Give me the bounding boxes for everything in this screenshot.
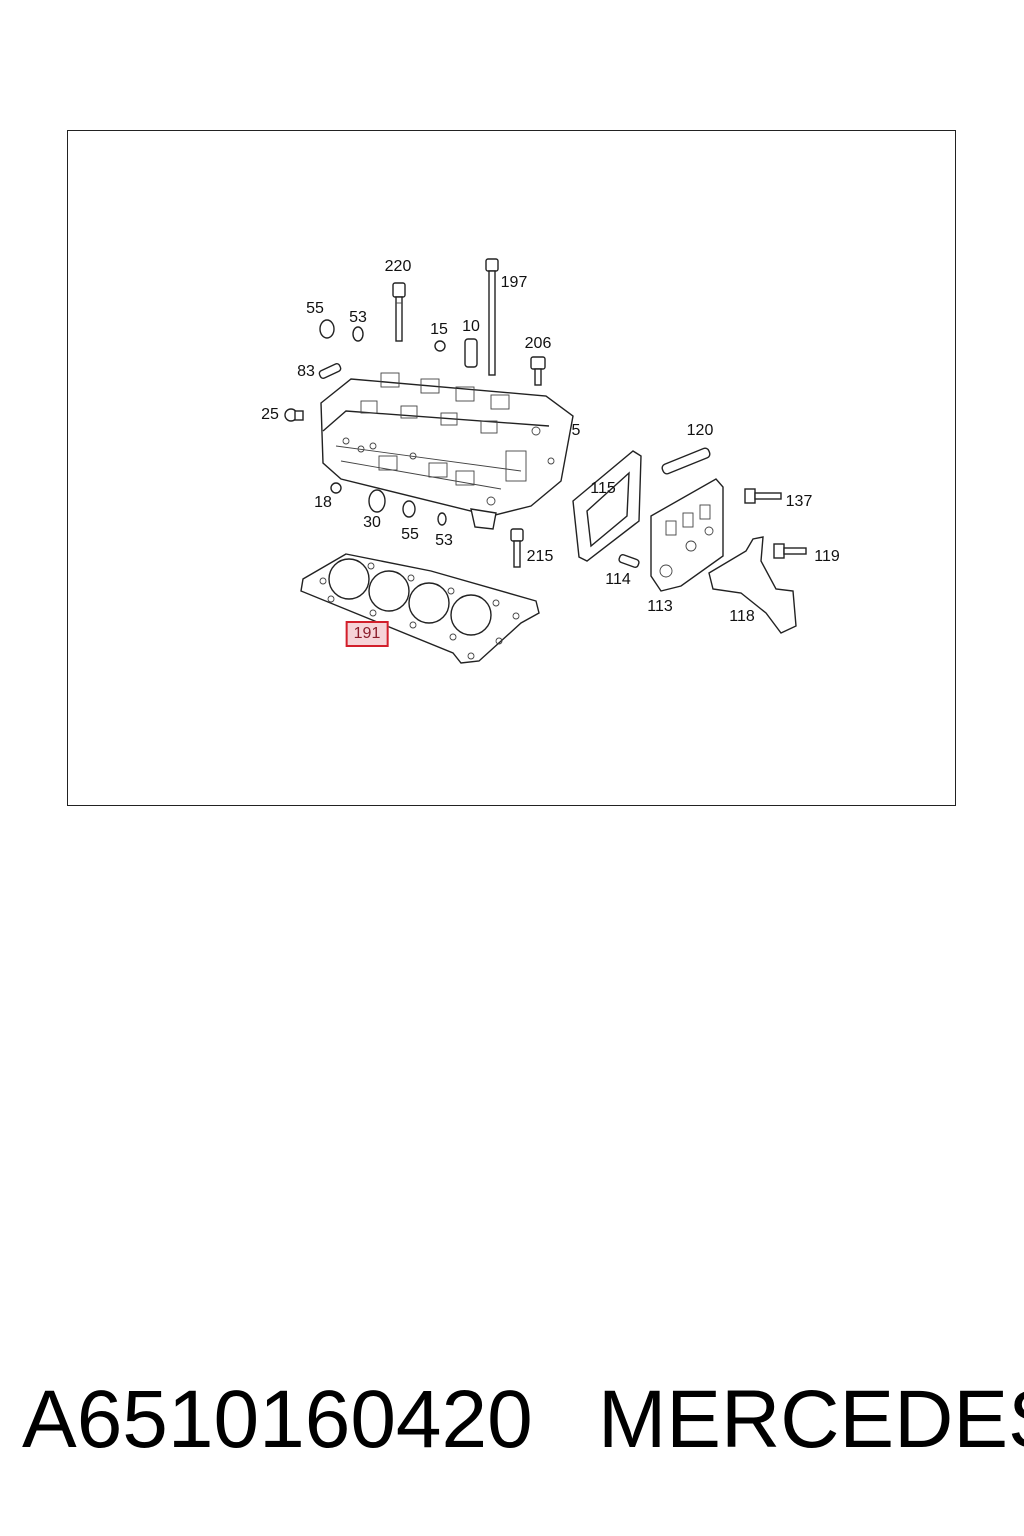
ring-55-lower-shape (402, 500, 416, 518)
bolt-137-shape (744, 488, 782, 504)
plug-25-shape (284, 408, 304, 422)
callout-113[interactable]: 113 (647, 598, 673, 615)
callout-206[interactable]: 206 (524, 335, 552, 352)
callout-5[interactable]: 5 (571, 422, 581, 439)
callout-197[interactable]: 197 (500, 274, 528, 291)
callout-115[interactable]: 115 (590, 480, 616, 497)
callout-120[interactable]: 120 (686, 422, 714, 439)
callout-118[interactable]: 118 (729, 608, 755, 625)
pin-83-shape (318, 363, 342, 379)
bolt-206-shape (530, 356, 546, 386)
callout-191-highlighted[interactable]: 191 (345, 621, 389, 647)
callout-220[interactable]: 220 (384, 258, 412, 275)
callout-55[interactable]: 55 (306, 300, 324, 317)
ring-30-shape (368, 489, 386, 513)
callout-30[interactable]: 30 (363, 514, 381, 531)
seal-53-lower-shape (437, 512, 447, 526)
callout-114[interactable]: 114 (605, 571, 631, 588)
callout-53[interactable]: 53 (349, 309, 367, 326)
diagram-frame: 220 197 55 53 15 10 206 83 25 5 120 115 … (67, 130, 956, 806)
brand-name: MERCEDES (598, 1374, 1024, 1465)
callout-119[interactable]: 119 (814, 548, 840, 565)
bracket-118-shape (708, 536, 797, 634)
sleeve-10-shape (464, 338, 478, 368)
bolt-197-shape (485, 258, 499, 376)
exploded-parts-drawing (284, 258, 807, 664)
pin-18-shape (330, 482, 342, 494)
gasket-115-shape (572, 450, 642, 562)
bolt-220-shape (392, 282, 406, 342)
callout-137[interactable]: 137 (785, 493, 813, 510)
caption: A6510160420 MERCEDES (0, 1370, 1024, 1480)
callout-55-lower[interactable]: 55 (401, 526, 419, 543)
head-gasket-191-shape (300, 553, 540, 664)
seal-53-shape (352, 326, 364, 342)
callout-215[interactable]: 215 (526, 548, 554, 565)
pin-15-shape (434, 340, 446, 352)
callout-15[interactable]: 15 (430, 321, 448, 338)
callout-10[interactable]: 10 (462, 318, 480, 335)
bolt-215-shape (510, 528, 524, 568)
callout-18[interactable]: 18 (314, 494, 332, 511)
callout-25[interactable]: 25 (261, 406, 279, 423)
callout-53-lower[interactable]: 53 (435, 532, 453, 549)
callout-83[interactable]: 83 (297, 363, 315, 380)
ring-55-shape (319, 319, 335, 339)
bolt-119-shape (773, 543, 807, 559)
module-113-shape (650, 478, 724, 592)
part-number: A6510160420 (22, 1374, 533, 1465)
cylinder-head-shape (320, 372, 574, 530)
pin-114-shape (618, 553, 640, 569)
pin-120-shape (661, 447, 711, 475)
